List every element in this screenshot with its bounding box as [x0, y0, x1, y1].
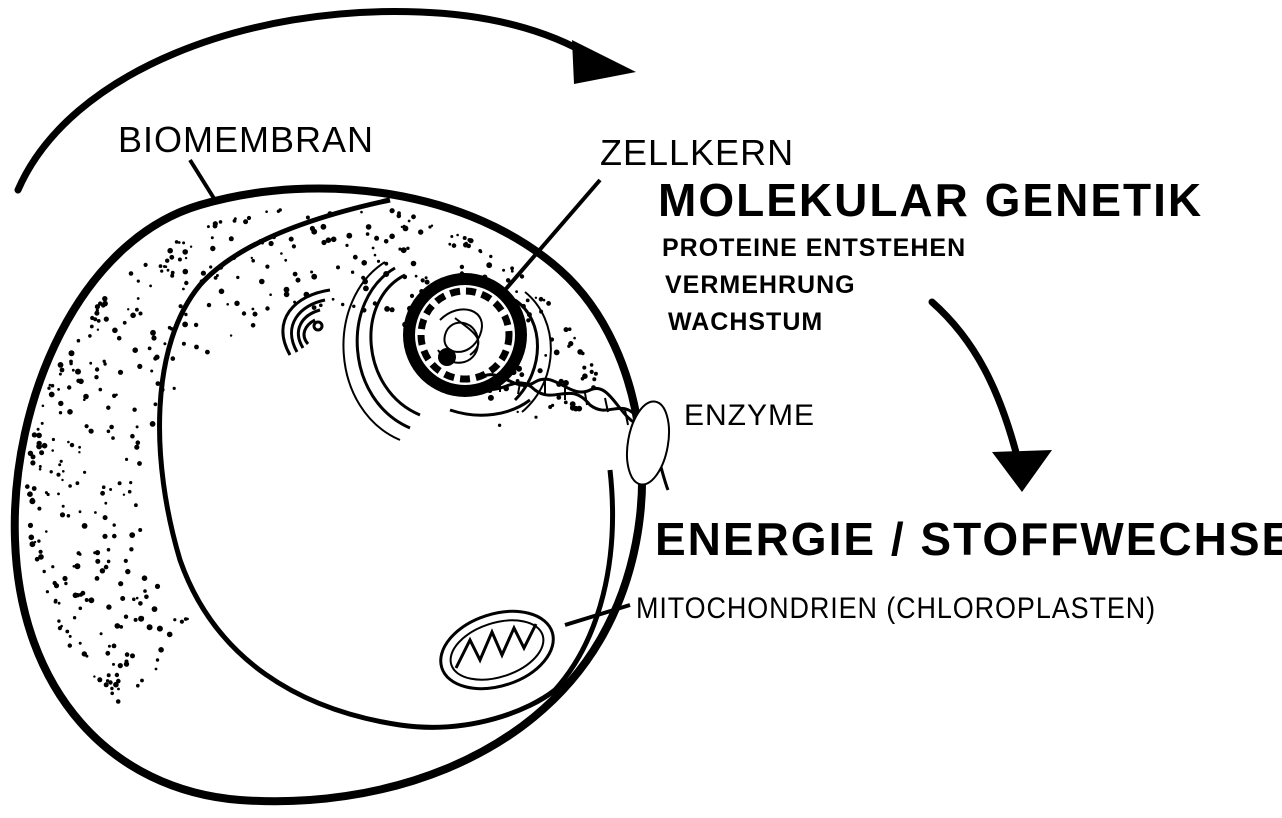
biomembran-pointer — [190, 160, 215, 200]
label-proteine-entstehen: PROTEINE ENTSTEHEN — [662, 234, 966, 262]
label-enzyme: ENZYME — [684, 399, 815, 432]
label-wachstum: WACHSTUM — [668, 308, 823, 336]
label-vermehrung: VERMEHRUNG — [665, 271, 856, 299]
down-arrow — [932, 302, 1052, 492]
label-zellkern: ZELLKERN — [600, 132, 794, 173]
label-biomembran: BIOMEMBRAN — [118, 119, 374, 160]
top-curved-arrow — [18, 11, 636, 190]
label-mitochondrien: MITOCHONDRIEN (CHLOROPLASTEN) — [636, 592, 1156, 625]
label-energie-stoffwechsel: ENERGIE / STOFFWECHSEL — [655, 513, 1282, 565]
label-molekular-genetik: MOLEKULAR GENETIK — [658, 174, 1203, 226]
